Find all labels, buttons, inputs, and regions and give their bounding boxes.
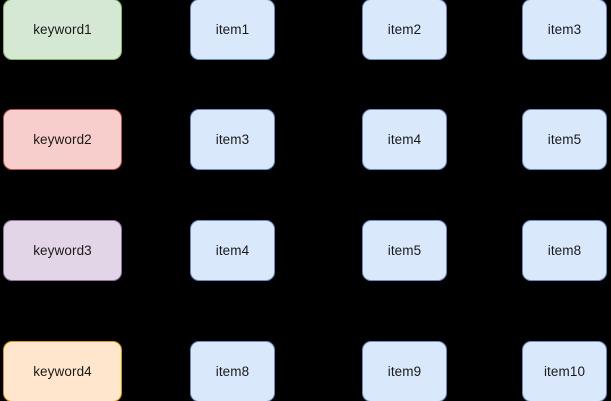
node-label: item5 [387, 242, 422, 258]
node-keyword3[interactable]: keyword3 [3, 220, 122, 281]
node-r1c2[interactable]: item2 [362, 0, 447, 60]
node-keyword1[interactable]: keyword1 [3, 0, 122, 60]
node-label: item5 [547, 131, 582, 147]
node-label: item4 [387, 131, 422, 147]
node-label: item4 [215, 242, 250, 258]
node-r1c1[interactable]: item1 [190, 0, 275, 60]
node-r3c3[interactable]: item8 [522, 220, 607, 281]
node-r3c2[interactable]: item5 [362, 220, 447, 281]
node-label: item10 [543, 363, 586, 379]
node-r4c1[interactable]: item8 [190, 341, 275, 401]
node-label: item9 [387, 363, 422, 379]
node-keyword4[interactable]: keyword4 [3, 341, 122, 401]
node-r3c1[interactable]: item4 [190, 220, 275, 281]
node-label: item8 [215, 363, 250, 379]
node-label: keyword4 [33, 363, 92, 379]
node-label: item3 [215, 131, 250, 147]
node-r4c3[interactable]: item10 [522, 341, 607, 401]
node-label: item8 [547, 242, 582, 258]
node-label: item1 [215, 21, 250, 37]
node-r2c2[interactable]: item4 [362, 109, 447, 170]
node-label: keyword2 [33, 131, 92, 147]
node-r4c2[interactable]: item9 [362, 341, 447, 401]
node-label: item2 [387, 21, 422, 37]
node-label: keyword3 [33, 242, 92, 258]
node-label: keyword1 [33, 21, 92, 37]
node-label: item3 [547, 21, 582, 37]
node-r1c3[interactable]: item3 [522, 0, 607, 60]
node-r2c1[interactable]: item3 [190, 109, 275, 170]
node-keyword2[interactable]: keyword2 [3, 109, 122, 170]
node-r2c3[interactable]: item5 [522, 109, 607, 170]
